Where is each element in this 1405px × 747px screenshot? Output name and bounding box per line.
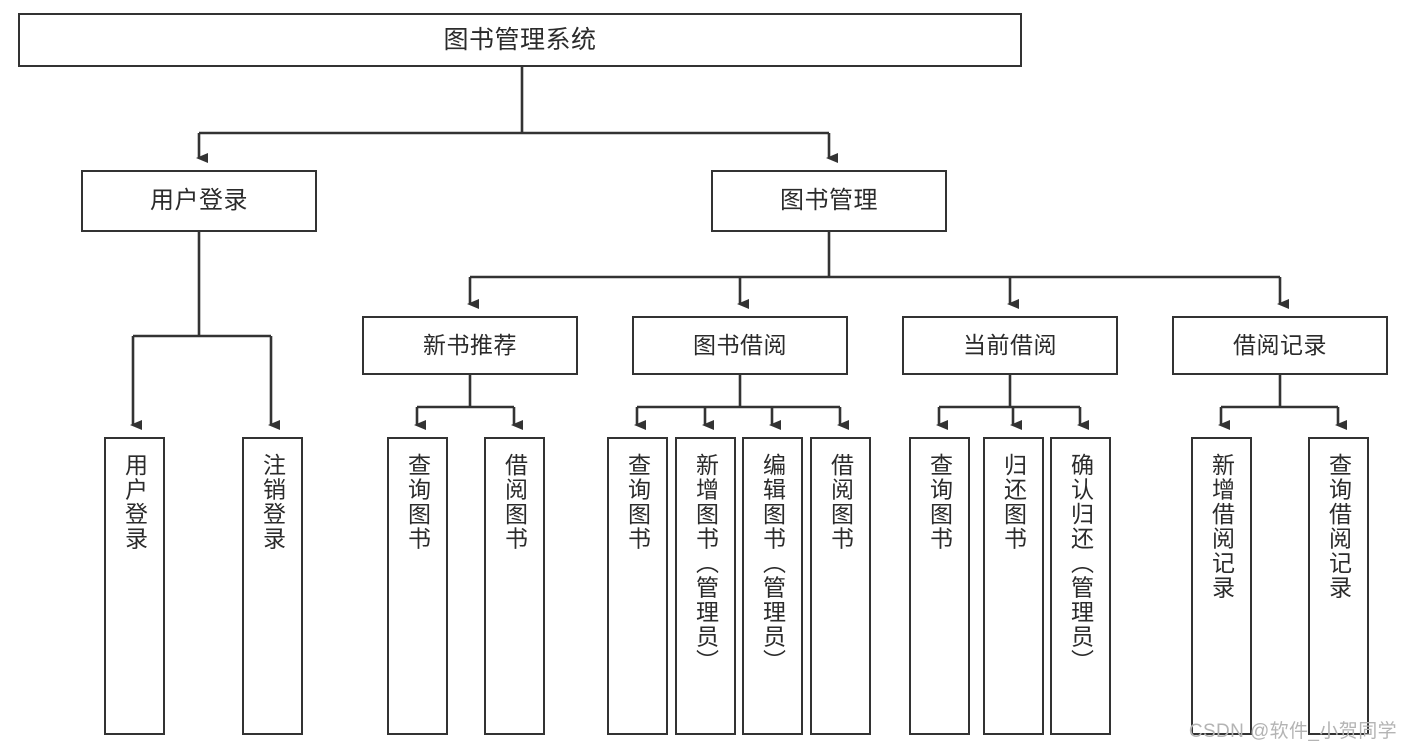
node-leaf-return-book-label: 归还图书 bbox=[1000, 453, 1027, 551]
node-leaf-query-book-rec-label: 查询图书 bbox=[404, 453, 431, 551]
node-leaf-edit-book[interactable]: 编辑图书（管理员） bbox=[742, 437, 803, 735]
node-leaf-add-borrow-record-label: 新增借阅记录 bbox=[1208, 453, 1235, 600]
node-leaf-query-borrow-record-label: 查询借阅记录 bbox=[1325, 453, 1352, 600]
node-borrow-record-label: 借阅记录 bbox=[1233, 331, 1327, 358]
node-leaf-confirm-return[interactable]: 确认归还（管理员） bbox=[1050, 437, 1111, 735]
node-leaf-user-logout[interactable]: 注销登录 bbox=[242, 437, 303, 735]
node-leaf-return-book[interactable]: 归还图书 bbox=[983, 437, 1044, 735]
node-root-label: 图书管理系统 bbox=[443, 26, 597, 54]
node-current-borrow-label: 当前借阅 bbox=[963, 331, 1057, 358]
node-leaf-borrow-book-label: 借阅图书 bbox=[827, 453, 854, 551]
node-user-login-label: 用户登录 bbox=[150, 186, 248, 214]
node-leaf-borrow-book-rec-label: 借阅图书 bbox=[501, 453, 528, 551]
node-leaf-user-login-label: 用户登录 bbox=[121, 453, 148, 551]
node-leaf-add-book-label: 新增图书（管理员） bbox=[692, 453, 719, 674]
node-leaf-edit-book-label: 编辑图书（管理员） bbox=[759, 453, 786, 674]
node-leaf-borrow-book[interactable]: 借阅图书 bbox=[810, 437, 871, 735]
node-leaf-add-borrow-record[interactable]: 新增借阅记录 bbox=[1191, 437, 1252, 735]
node-borrow-record[interactable]: 借阅记录 bbox=[1172, 316, 1388, 375]
watermark-text: CSDN @软件_小贺同学 bbox=[1188, 721, 1397, 742]
node-leaf-query-book-borrow-label: 查询图书 bbox=[624, 453, 651, 551]
node-leaf-query-book-cur-label: 查询图书 bbox=[926, 453, 953, 551]
node-book-borrow-label: 图书借阅 bbox=[693, 331, 787, 358]
node-user-login[interactable]: 用户登录 bbox=[81, 170, 317, 232]
node-book-borrow[interactable]: 图书借阅 bbox=[632, 316, 848, 375]
node-new-book-rec[interactable]: 新书推荐 bbox=[362, 316, 578, 375]
node-book-manage-label: 图书管理 bbox=[780, 186, 878, 214]
node-leaf-query-book-borrow[interactable]: 查询图书 bbox=[607, 437, 668, 735]
node-book-manage[interactable]: 图书管理 bbox=[711, 170, 947, 232]
node-leaf-confirm-return-label: 确认归还（管理员） bbox=[1067, 453, 1094, 674]
node-root[interactable]: 图书管理系统 bbox=[18, 13, 1022, 67]
node-leaf-borrow-book-rec[interactable]: 借阅图书 bbox=[484, 437, 545, 735]
node-current-borrow[interactable]: 当前借阅 bbox=[902, 316, 1118, 375]
node-leaf-query-book-cur[interactable]: 查询图书 bbox=[909, 437, 970, 735]
node-leaf-add-book[interactable]: 新增图书（管理员） bbox=[675, 437, 736, 735]
node-new-book-rec-label: 新书推荐 bbox=[423, 331, 517, 358]
node-leaf-query-borrow-record[interactable]: 查询借阅记录 bbox=[1308, 437, 1369, 735]
node-leaf-query-book-rec[interactable]: 查询图书 bbox=[387, 437, 448, 735]
node-leaf-user-logout-label: 注销登录 bbox=[259, 453, 286, 551]
node-leaf-user-login[interactable]: 用户登录 bbox=[104, 437, 165, 735]
